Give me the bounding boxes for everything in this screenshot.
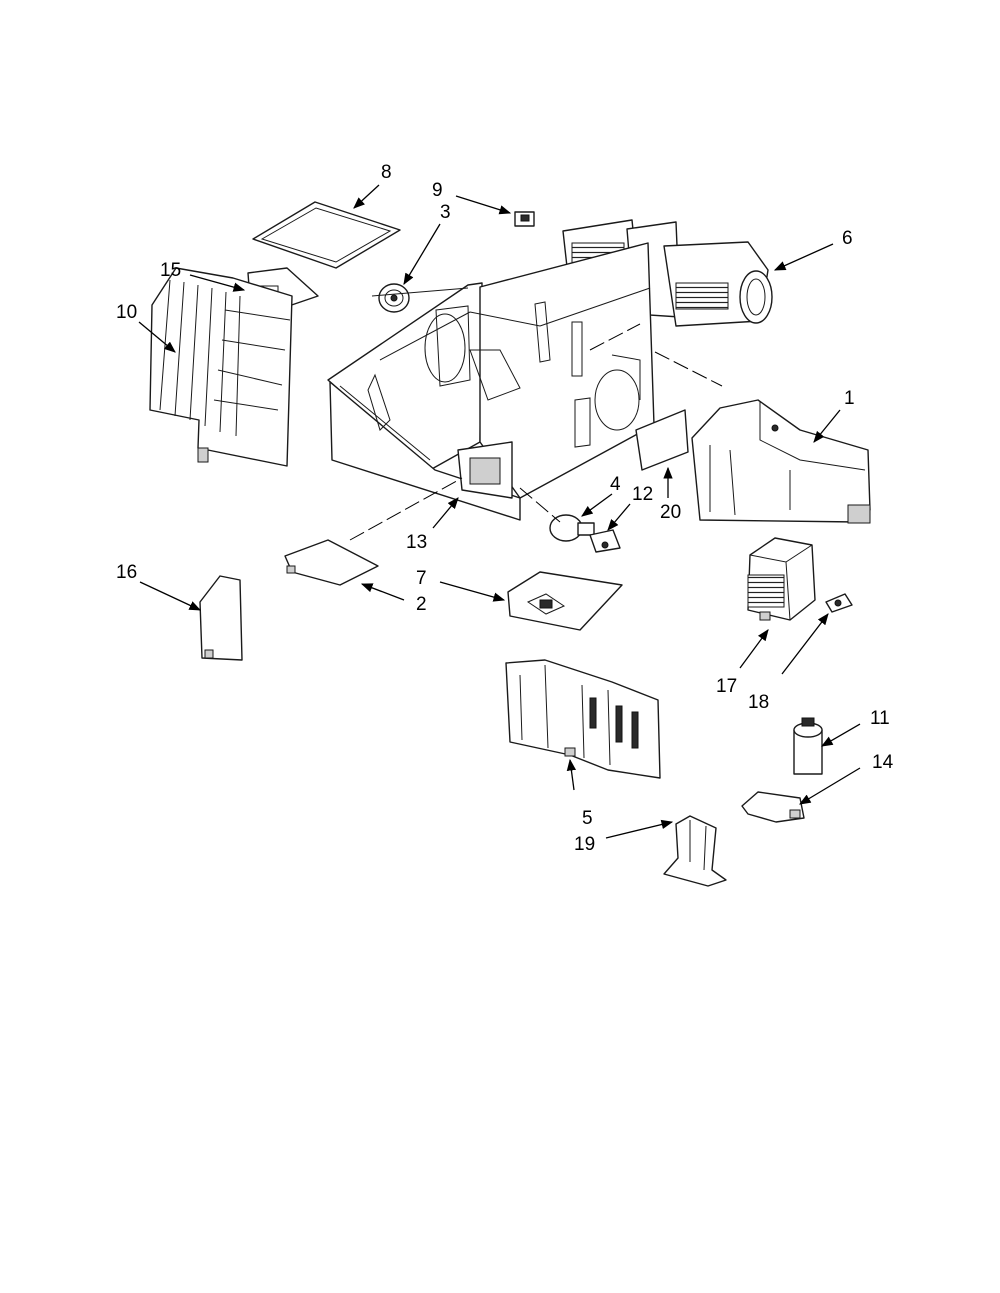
callout-9: 9 (432, 180, 443, 201)
callout-4: 4 (610, 474, 621, 495)
callout-12: 12 (632, 484, 653, 505)
callout-11: 11 (870, 708, 890, 729)
callout-16: 16 (116, 562, 137, 583)
part-1-air-duct (691, 399, 871, 524)
callout-5: 5 (582, 808, 593, 829)
callout-8: 8 (381, 162, 392, 183)
part-17-transformer (747, 537, 816, 621)
callout-2: 2 (416, 594, 427, 615)
part-14-bracket (741, 791, 805, 823)
part-12-socket (589, 529, 621, 553)
callout-10: 10 (116, 302, 137, 323)
callout-6: 6 (842, 228, 853, 249)
part-2-cover-plate (284, 539, 379, 586)
part-19-support (663, 815, 727, 887)
part-10-vent-assembly (149, 267, 293, 467)
part-13-main-housing (327, 242, 655, 521)
part-3-round-fitting (378, 283, 410, 313)
assembly-lines (349, 323, 723, 541)
callout-15: 15 (160, 260, 181, 281)
callout-labels: 1 2 3 4 5 6 7 8 9 10 11 12 13 14 15 16 1… (116, 162, 894, 855)
callout-18: 18 (748, 692, 769, 713)
callout-20: 20 (660, 502, 681, 523)
callout-1: 1 (844, 388, 855, 409)
part-16-bracket (199, 575, 243, 661)
callout-13: 13 (406, 532, 427, 553)
part-11-capacitor (793, 717, 823, 775)
part-9-switch (514, 211, 535, 227)
callout-3: 3 (440, 202, 451, 223)
callout-7: 7 (416, 568, 427, 589)
callout-14: 14 (872, 752, 894, 773)
part-7-cover-plate (507, 571, 623, 631)
part-5-panel (505, 659, 661, 779)
part-4-lamp (549, 514, 595, 542)
leader-lines (138, 184, 861, 839)
part-8-filter (252, 201, 401, 269)
callout-19: 19 (574, 834, 595, 855)
part-20-plate (635, 409, 689, 471)
part-18-thermostat (825, 593, 853, 613)
callout-17: 17 (716, 676, 737, 697)
